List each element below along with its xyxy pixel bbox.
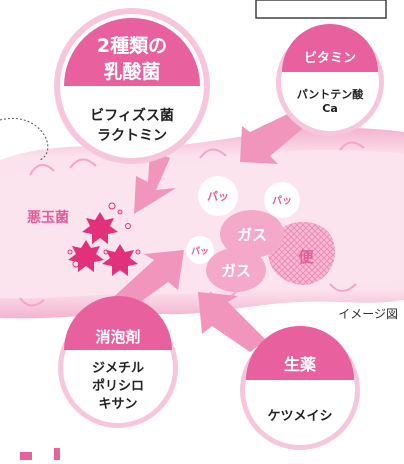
guide-curve xyxy=(0,117,49,161)
top-right-box xyxy=(255,0,387,19)
image-note: イメージ図 xyxy=(338,307,398,321)
defoamer-body-3: キサン xyxy=(98,397,137,412)
lactic-bacteria-circle: 2種類の 乳酸菌 ビフィズス菌 ラクトミン xyxy=(54,8,210,164)
arrow-herbal xyxy=(198,292,266,352)
vitamin-title: ビタミン xyxy=(304,50,356,66)
arrow-vitamin xyxy=(240,110,308,164)
svg-text:ガス: ガス xyxy=(221,262,251,280)
pop-bubble-3: パッ xyxy=(186,236,214,264)
bad-bacteria-icon xyxy=(68,212,138,276)
svg-text:便: 便 xyxy=(298,248,314,266)
lactic-body-1: ビフィズス菌 xyxy=(90,107,174,124)
pop-bubble-2: パッ xyxy=(264,182,300,218)
defoamer-circle: 消泡剤 ジメチル ポリシロ キサン xyxy=(58,296,178,428)
herbal-circle: 生薬 ケツメイシ xyxy=(240,326,360,450)
herbal-title: 生薬 xyxy=(284,355,317,374)
gas-blob-1: ガス xyxy=(220,210,284,258)
defoamer-body-2: ポリシロ xyxy=(92,378,144,394)
lactic-title-2: 乳酸菌 xyxy=(103,60,160,83)
lactic-title-1: 2種類の xyxy=(97,35,167,57)
bad-bacteria-label: 悪玉菌 xyxy=(27,209,69,226)
pop-bubble-1: パッ xyxy=(198,176,238,216)
svg-text:パッ: パッ xyxy=(191,245,209,257)
arrow-lactic xyxy=(134,150,176,214)
vitamin-body-1: パントテン酸 xyxy=(297,87,365,101)
defoamer-body-1: ジメチル xyxy=(92,361,144,376)
svg-text:パッ: パッ xyxy=(207,190,229,203)
lactic-body-2: ラクトミン xyxy=(97,128,167,144)
bottom-fragment xyxy=(20,448,60,460)
stool-blob: 便 xyxy=(268,221,336,285)
svg-text:パッ: パッ xyxy=(272,195,292,207)
svg-text:ガス: ガス xyxy=(237,226,267,244)
bubbles xyxy=(67,202,141,268)
defoamer-title: 消泡剤 xyxy=(95,328,140,346)
vitamin-circle: ビタミン パントテン酸 Ca xyxy=(276,24,384,136)
herbal-body: ケツメイシ xyxy=(267,409,332,424)
vitamin-body-2: Ca xyxy=(322,102,338,115)
gas-blob-2: ガス xyxy=(206,248,266,292)
